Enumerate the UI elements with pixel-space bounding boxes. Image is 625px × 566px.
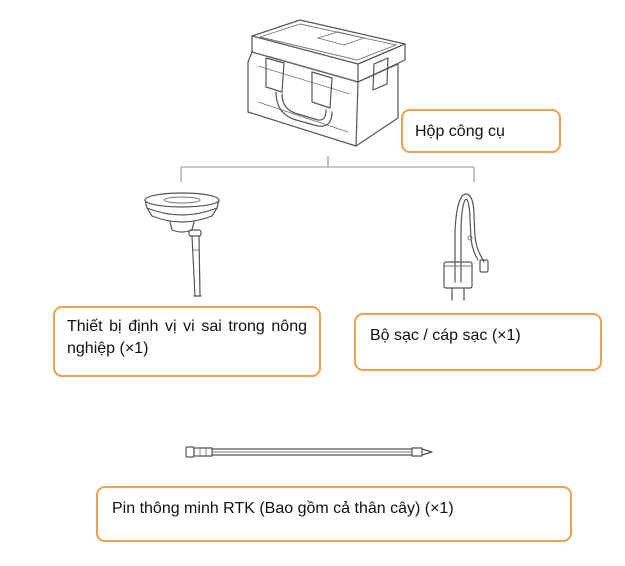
tool-case-label: Hộp công cụ xyxy=(415,123,505,140)
receiver-illustration xyxy=(144,192,220,297)
rtk-pole-label-box: Pin thông minh RTK (Bao gồm cả thân cây)… xyxy=(96,486,572,542)
charger-label-box: Bộ sạc / cáp sạc (×1) xyxy=(354,313,602,371)
connector-tree xyxy=(180,156,475,182)
charger-illustration xyxy=(443,193,489,301)
tool-case-label-box: Hộp công cụ xyxy=(401,109,561,153)
receiver-label-box: Thiết bị định vị vi sai trong nông nghiệ… xyxy=(53,306,321,377)
receiver-label: Thiết bị định vị vi sai trong nông nghiệ… xyxy=(67,318,307,357)
charger-label: Bộ sạc / cáp sạc (×1) xyxy=(370,327,521,344)
rtk-pole-illustration xyxy=(185,446,433,458)
rtk-pole-label: Pin thông minh RTK (Bao gồm cả thân cây)… xyxy=(112,500,454,517)
tool-case-illustration xyxy=(247,19,406,147)
